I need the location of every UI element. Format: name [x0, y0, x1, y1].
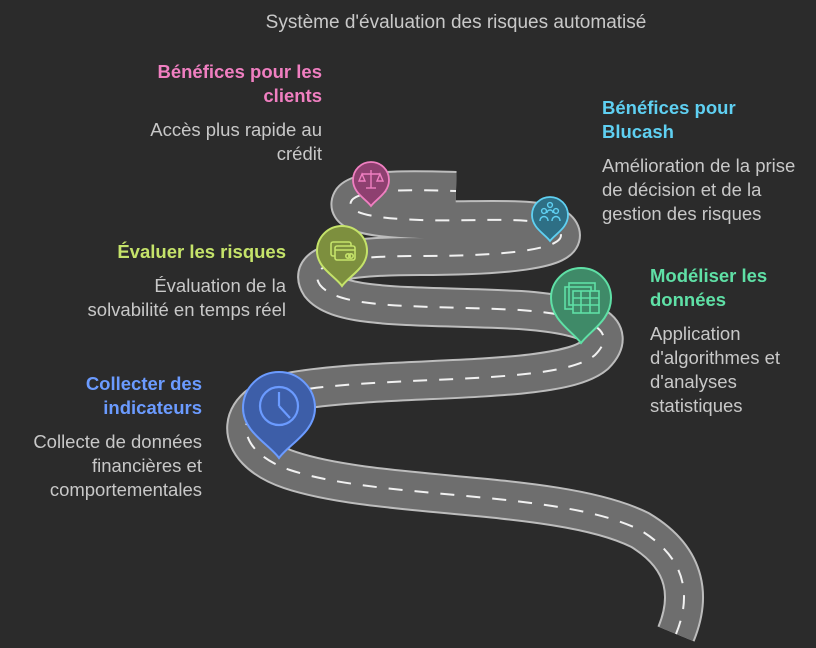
credit-card-icon — [330, 241, 356, 261]
pin-blucash — [531, 196, 569, 243]
step-evaluate-heading: Évaluer les risques — [117, 241, 286, 262]
pin-clients — [352, 161, 390, 208]
step-clients: Bénéfices pour les clients Accès plus ra… — [102, 60, 322, 166]
step-collect: Collecter des indicateurs Collecte de do… — [12, 372, 202, 502]
step-clients-heading: Bénéfices pour les clients — [157, 61, 322, 106]
step-blucash-heading: Bénéfices pour Blucash — [602, 97, 736, 142]
diagram-title: Système d'évaluation des risques automat… — [265, 12, 647, 33]
step-model-description: Application d'algorithmes et d'analyses … — [650, 323, 781, 416]
table-icon — [564, 282, 600, 314]
road-body — [226, 170, 704, 642]
step-evaluate-description: Évaluation de la solvabilité en temps ré… — [87, 275, 286, 320]
step-model: Modéliser les données Application d'algo… — [650, 264, 810, 418]
pin-evaluate — [315, 225, 369, 288]
step-clients-description: Accès plus rapide au crédit — [150, 119, 322, 164]
step-collect-heading: Collecter des indicateurs — [85, 373, 202, 418]
pin-collect — [241, 371, 317, 460]
step-blucash-description: Amélioration de la prise de décision et … — [602, 155, 796, 224]
step-model-heading: Modéliser les données — [650, 265, 768, 310]
scale-icon — [357, 170, 385, 189]
step-blucash: Bénéfices pour Blucash Amélioration de l… — [602, 96, 802, 226]
people-icon — [539, 201, 561, 222]
pin-model — [549, 267, 613, 345]
clock-icon — [258, 385, 300, 427]
step-evaluate: Évaluer les risques Évaluation de la sol… — [86, 240, 286, 322]
step-collect-description: Collecte de données financières et compo… — [33, 431, 202, 500]
